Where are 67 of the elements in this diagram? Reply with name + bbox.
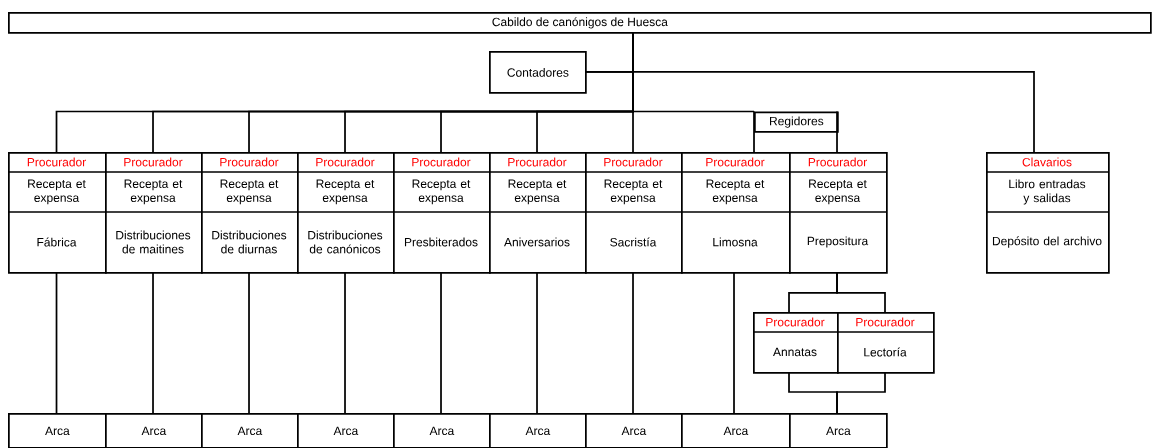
connector-line [584,71,1035,153]
account-label: Libro entradas y salidas [1009,179,1086,205]
office-label: Depósito del archivo [992,236,1102,248]
role-label: Procurador [220,157,279,167]
office-label: Fábrica [37,237,77,247]
node-label: Arca [723,426,749,436]
node-label: Arca [237,426,263,436]
connector-line [632,271,634,414]
connector-line [440,271,442,414]
account-label: Recepta et expensa [28,179,86,205]
connector-line [536,271,538,414]
connector-line [733,271,735,414]
role-label: Procurador [27,157,86,167]
office-label: Presbiterados [404,237,478,247]
node-label: Arca [429,426,455,436]
connector-line [836,110,838,153]
connector-line [55,271,58,414]
account-label: Recepta et expensa [706,179,765,205]
office-label: Distribuciones de diurnas [212,230,287,254]
account-label: Recepta et expensa [412,179,471,205]
storage-box: Arca [489,413,587,448]
storage-box: Arca [585,413,683,448]
role-label: Procurador [856,317,915,327]
office-label: Sacristía [610,237,657,247]
account-label: Recepta et expensa [809,179,867,205]
connector-line [248,271,250,414]
node-label: Arca [333,426,359,436]
connector-line [836,271,886,313]
office-label: Prepositura [807,236,869,248]
role-label: Procurador [766,317,825,327]
office-box: Regidores [754,111,839,133]
node-label: Arca [621,426,647,436]
storage-box: Arca [789,413,888,448]
node-label: Arca [141,426,167,436]
connector-line [632,31,755,113]
storage-box: Arca [8,413,107,448]
account-label: Recepta et expensa [220,179,279,205]
office-label: Annatas [773,347,817,357]
office-label: Distribuciones de maitines [116,230,191,254]
storage-box: Arca [201,413,299,448]
storage-box: Arca [393,413,491,448]
role-label: Procurador [412,157,471,167]
role-label: Clavarios [1022,157,1072,167]
office-label: Lectoría [864,347,907,357]
account-label: Recepta et expensa [316,179,375,205]
role-label: Procurador [706,157,765,167]
account-label: Recepta et expensa [604,179,663,205]
connector-line [753,110,755,153]
role-label: Procurador [604,157,663,167]
storage-box: Arca [105,413,203,448]
account-label: Recepta et expensa [124,179,183,205]
connector-line [344,271,346,414]
role-label: Procurador [124,157,183,167]
organization-bar: Cabildo de canónigos de Huesca [8,12,1152,34]
connector-line [152,271,154,414]
office-box: Contadores [489,51,587,94]
role-label: Procurador [316,157,375,167]
storage-box: Arca [681,413,791,448]
account-label: Recepta et expensa [508,179,567,205]
office-label: Distribuciones de canónicos [308,230,383,254]
storage-box: Arca [297,413,395,448]
office-label: Aniversarios [504,237,570,247]
office-label: Limosna [713,237,758,247]
role-label: Procurador [808,157,867,167]
role-label: Procurador [508,157,567,167]
connector-line [836,371,886,414]
node-label: Arca [525,426,551,436]
